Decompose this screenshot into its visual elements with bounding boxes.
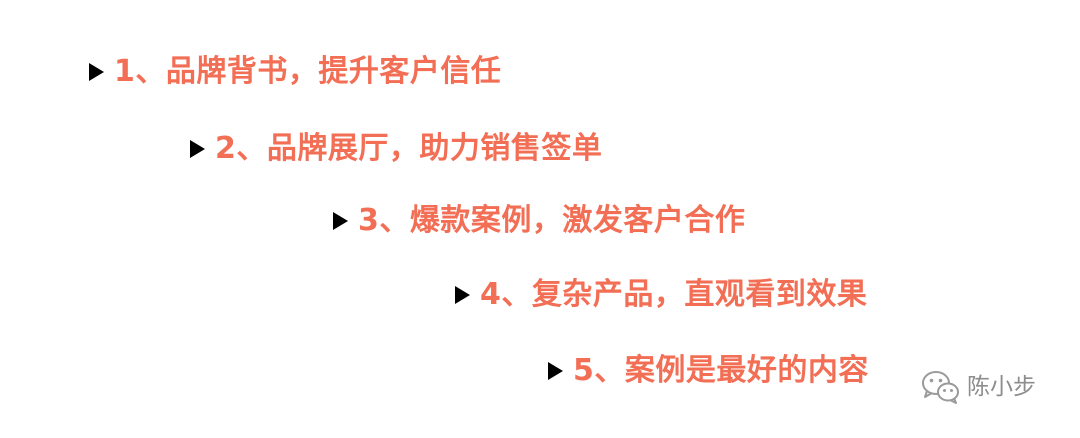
list-item-text: 5、案例是最好的内容: [573, 353, 869, 388]
triangle-bullet-icon: [455, 286, 470, 304]
list-item: 1、品牌背书，提升客户信任: [89, 50, 501, 94]
list-item: 3、爆款案例，激发客户合作: [333, 199, 745, 243]
watermark-text: 陈小步: [967, 374, 1036, 400]
list-item-text: 3、爆款案例，激发客户合作: [358, 203, 746, 238]
list-item: 4、复杂产品，直观看到效果: [455, 273, 867, 317]
wechat-icon: [922, 371, 959, 404]
list-item-text: 1、品牌背书，提升客户信任: [114, 54, 502, 89]
triangle-bullet-icon: [333, 212, 348, 230]
triangle-bullet-icon: [89, 63, 104, 81]
list-item: 5、案例是最好的内容: [548, 349, 869, 393]
list-item-text: 4、复杂产品，直观看到效果: [480, 277, 868, 312]
list-item-text: 2、品牌展厅，助力销售签单: [215, 131, 603, 166]
list-item: 2、品牌展厅，助力销售签单: [190, 127, 602, 171]
watermark: 陈小步: [921, 369, 1036, 405]
triangle-bullet-icon: [548, 362, 563, 380]
triangle-bullet-icon: [190, 140, 205, 158]
